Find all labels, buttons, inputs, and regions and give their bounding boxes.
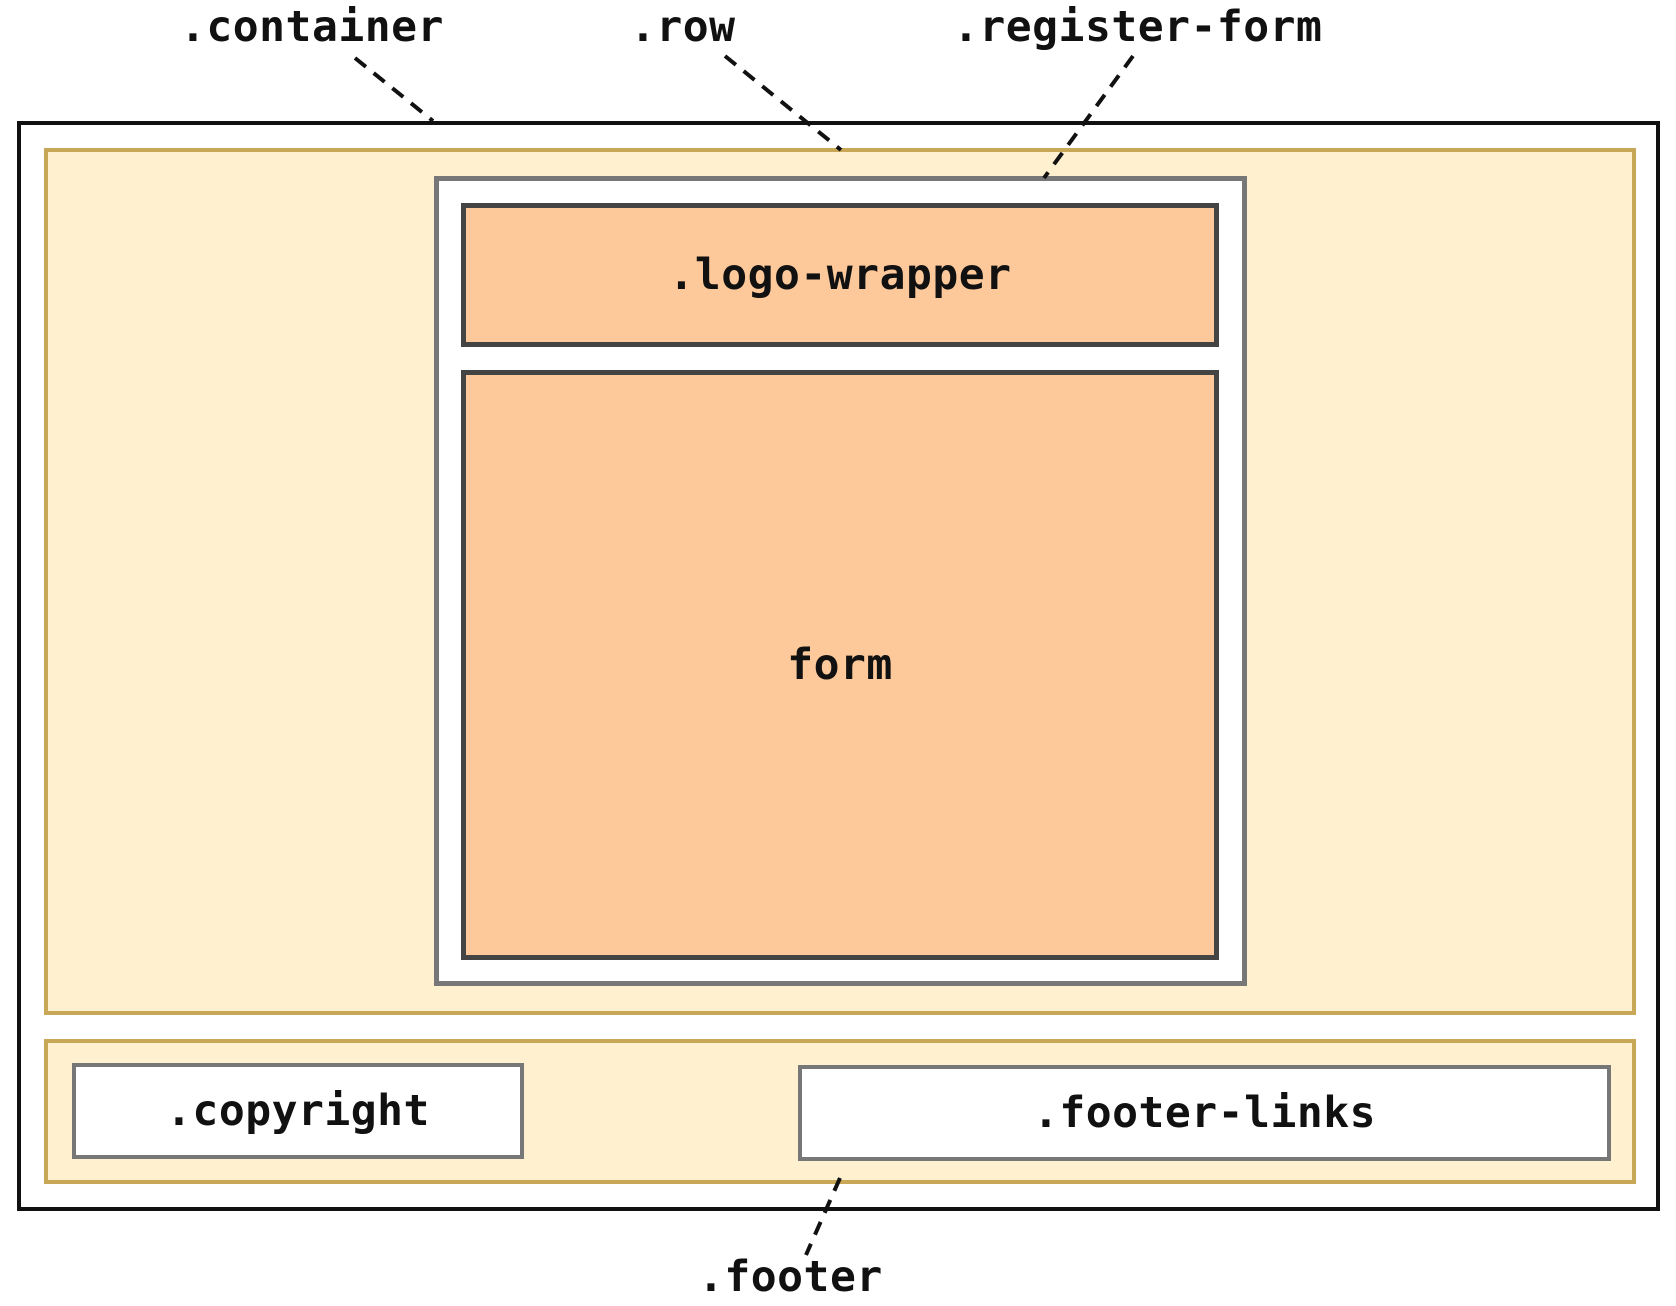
footer-callout: .footer bbox=[698, 1252, 883, 1302]
container-leader-line bbox=[353, 56, 435, 123]
footer-links-label: .footer-links bbox=[1032, 1088, 1377, 1138]
footer-links-box: .footer-links bbox=[798, 1065, 1611, 1161]
copyright-box: .copyright bbox=[72, 1063, 524, 1159]
copyright-label: .copyright bbox=[166, 1086, 430, 1136]
logo-wrapper-box: .logo-wrapper bbox=[461, 203, 1219, 347]
register-form-callout: .register-form bbox=[953, 2, 1323, 52]
logo-wrapper-label: .logo-wrapper bbox=[668, 250, 1012, 300]
container-callout: .container bbox=[180, 2, 444, 52]
row-callout: .row bbox=[630, 2, 736, 52]
form-box: form bbox=[461, 370, 1219, 960]
form-label: form bbox=[787, 640, 893, 690]
